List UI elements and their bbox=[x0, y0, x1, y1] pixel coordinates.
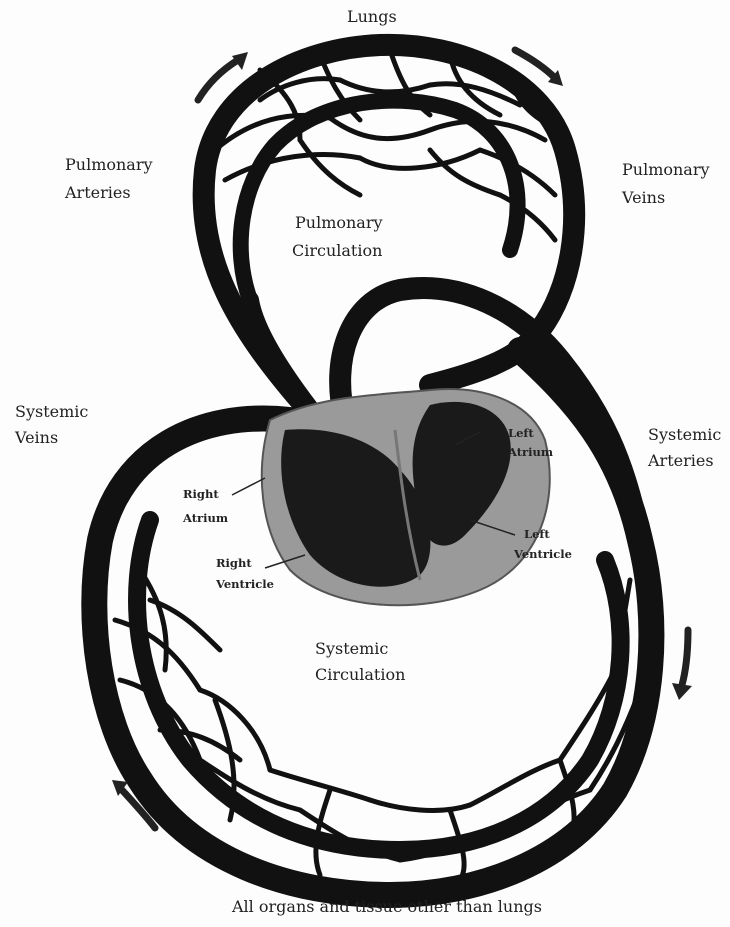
label-pulmonary-veins-2: Veins bbox=[621, 188, 665, 207]
label-left-ventricle-2: Ventricle bbox=[513, 547, 572, 561]
label-pulmonary-arteries-1: Pulmonary bbox=[65, 155, 153, 174]
label-right-atrium-1: Right bbox=[183, 487, 219, 501]
heart bbox=[232, 389, 550, 605]
label-right-ventricle-1: Right bbox=[216, 556, 252, 570]
label-systemic-arteries-2: Arteries bbox=[647, 451, 714, 470]
arrow-right-down bbox=[672, 630, 692, 700]
label-systemic-veins-1: Systemic bbox=[15, 402, 88, 421]
label-right-ventricle-2: Ventricle bbox=[215, 577, 274, 591]
label-systemic-circulation-1: Systemic bbox=[315, 639, 388, 658]
label-lungs: Lungs bbox=[347, 7, 397, 26]
label-left-atrium-1: Left bbox=[508, 426, 534, 440]
label-systemic-circulation-2: Circulation bbox=[315, 665, 405, 684]
label-pulmonary-circulation-2: Circulation bbox=[292, 241, 382, 260]
label-right-atrium-2: Atrium bbox=[182, 511, 228, 525]
label-pulmonary-circulation-1: Pulmonary bbox=[295, 213, 383, 232]
label-pulmonary-arteries-2: Arteries bbox=[64, 183, 131, 202]
label-systemic-veins-2: Veins bbox=[14, 428, 58, 447]
label-left-atrium-2: Atrium bbox=[507, 445, 553, 459]
label-systemic-arteries-1: Systemic bbox=[648, 425, 721, 444]
label-pulmonary-veins-1: Pulmonary bbox=[622, 160, 710, 179]
label-left-ventricle-1: Left bbox=[524, 527, 550, 541]
caption-other-organs: All organs and tissue other than lungs bbox=[231, 897, 542, 916]
